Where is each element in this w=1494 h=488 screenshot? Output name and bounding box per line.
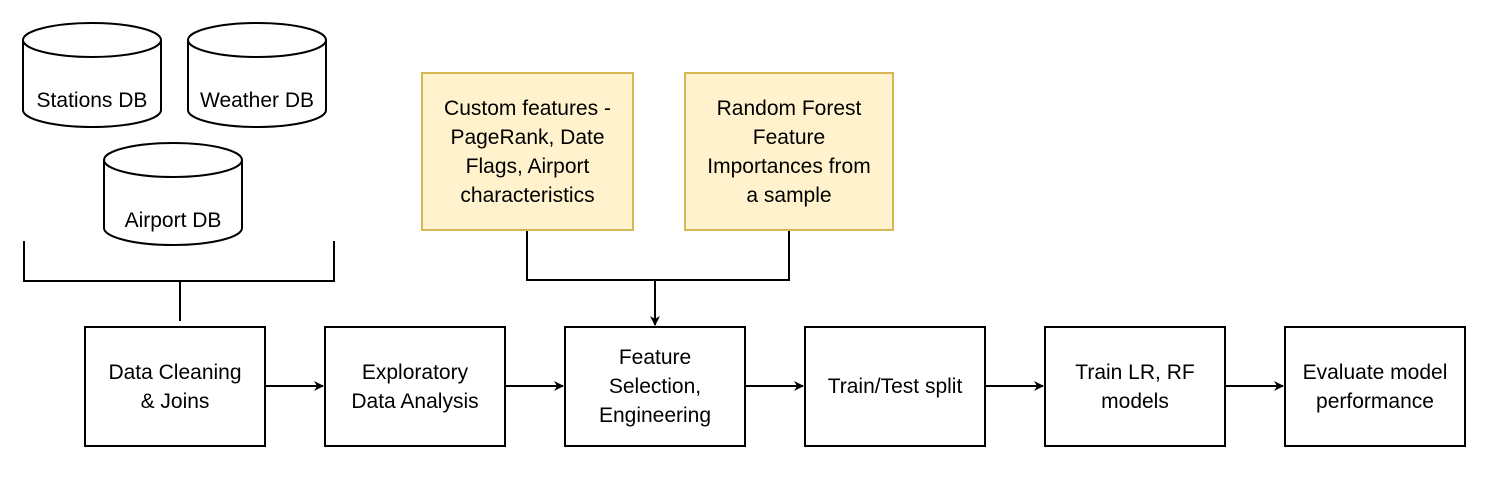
custom-features-text: Custom features - PageRank, Date Flags, … [444,96,611,207]
feature-selection-box: Feature Selection, Engineering [564,326,746,447]
rf-importances-text: Random Forest Feature Importances from a… [707,96,871,207]
db-join-bracket [23,241,335,321]
train-models-text: Train LR, RF models [1075,360,1195,413]
data-cleaning-box: Data Cleaning & Joins [84,326,266,447]
train-test-split-box: Train/Test split [804,326,986,447]
evaluate-box: Evaluate model performance [1284,326,1466,447]
train-test-split-text: Train/Test split [827,375,963,398]
weather-db-label: Weather DB [200,89,314,112]
eda-box: Exploratory Data Analysis [324,326,506,447]
airport-db-label: Airport DB [125,209,222,232]
data-cleaning-text: Data Cleaning & Joins [108,360,242,413]
notes-join-connector [526,230,790,281]
evaluate-text: Evaluate model performance [1302,360,1448,413]
custom-features-note: Custom features - PageRank, Date Flags, … [421,72,634,231]
eda-text: Exploratory Data Analysis [351,360,479,413]
feature-selection-text: Feature Selection, Engineering [598,346,712,427]
train-models-box: Train LR, RF models [1044,326,1226,447]
stations-db-label: Stations DB [37,89,148,112]
weather-db-cylinder: Weather DB [187,22,327,128]
airport-db-cylinder: Airport DB [103,142,243,246]
rf-importances-note: Random Forest Feature Importances from a… [684,72,894,231]
stations-db-cylinder: Stations DB [22,22,162,128]
